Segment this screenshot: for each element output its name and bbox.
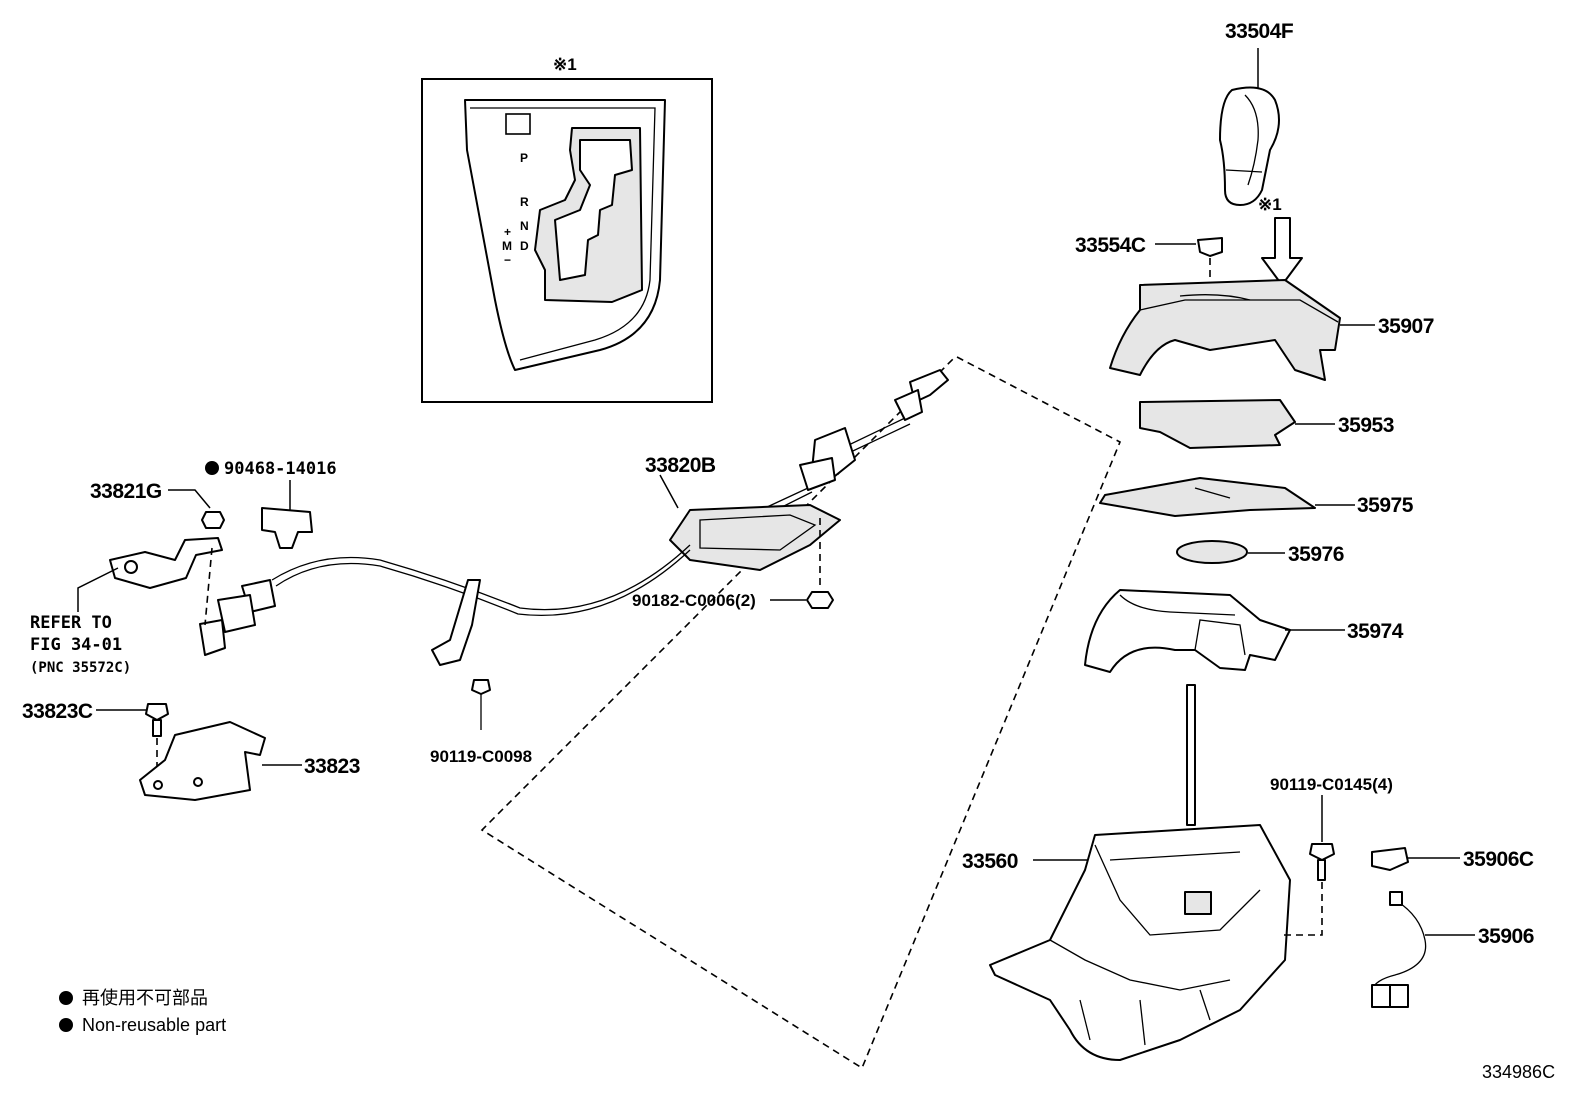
gate-label-minus: − [504,253,511,267]
label-35975: 35975 [1357,494,1414,517]
label-90119-c0145: 90119-C0145(4) [1270,775,1393,794]
label-35953: 35953 [1338,414,1394,437]
clip-90468-14016 [261,507,313,549]
plate-35953 [1139,399,1296,449]
bolt-33823c [145,703,169,737]
lever-bracket [109,537,223,589]
assembly-boundary [480,356,1122,1070]
label-33823: 33823 [304,755,360,778]
clip-33554c [1197,237,1223,257]
console-cover-35907 [1109,279,1341,381]
refer-line2: FIG 34-01 [30,635,122,655]
arrow-marker: ※1 [1258,195,1282,214]
label-35906: 35906 [1478,925,1534,948]
legend-jp: 再使用不可部品 [82,988,208,1008]
refer-line1: REFER TO [30,613,112,633]
label-33820b: 33820B [645,454,716,477]
shift-lever-assembly-33560 [989,684,1291,1061]
label-33554c: 33554C [1075,234,1146,257]
label-33821g: 33821G [90,480,162,503]
gate-label-d: D [520,239,529,253]
bracket-33823 [139,721,266,801]
label-33560: 33560 [962,850,1018,873]
bolt-90119-c0098 [471,679,491,730]
nut-90182-c0006 [806,591,834,609]
label-90468-14016: 90468-14016 [224,459,337,479]
legend-bullet-jp-icon [59,991,73,1005]
inset-marker: ※1 [553,55,577,74]
gate-label-p: P [520,151,528,165]
wire-harness-35906 [1371,891,1427,1008]
gate-label-m: M [502,239,512,253]
label-33504f: 33504F [1225,20,1294,43]
label-35974: 35974 [1347,620,1404,643]
housing-35974 [1084,589,1291,673]
film-35975 [1099,477,1316,517]
label-33823c: 33823C [22,700,93,723]
gate-label-plus: + [504,225,511,239]
shift-gate-inset: ※1 P R N D M + − [421,55,713,403]
bolt-90119-c0145 [1309,843,1335,881]
legend-en: Non-reusable part [82,1015,226,1035]
label-90119-c0098: 90119-C0098 [430,747,532,766]
label-35907: 35907 [1378,315,1434,338]
seal-35976 [1176,540,1248,564]
non-reusable-bullet-icon [205,461,219,475]
shift-cable-33820b [199,369,949,666]
legend-bullet-en-icon [59,1018,73,1032]
refer-line3: (PNC 35572C) [30,660,131,676]
label-35906c: 35906C [1463,848,1534,871]
shift-knob [1219,86,1280,206]
clip-35906c [1371,847,1409,871]
down-arrow-icon [1261,217,1303,286]
gate-label-r: R [520,195,529,209]
gate-label-n: N [520,219,529,233]
label-35976: 35976 [1288,543,1344,566]
nut-33821g [201,511,225,529]
label-90182-c0006: 90182-C0006(2) [632,591,756,610]
illustration-code: 334986C [1482,1062,1555,1082]
